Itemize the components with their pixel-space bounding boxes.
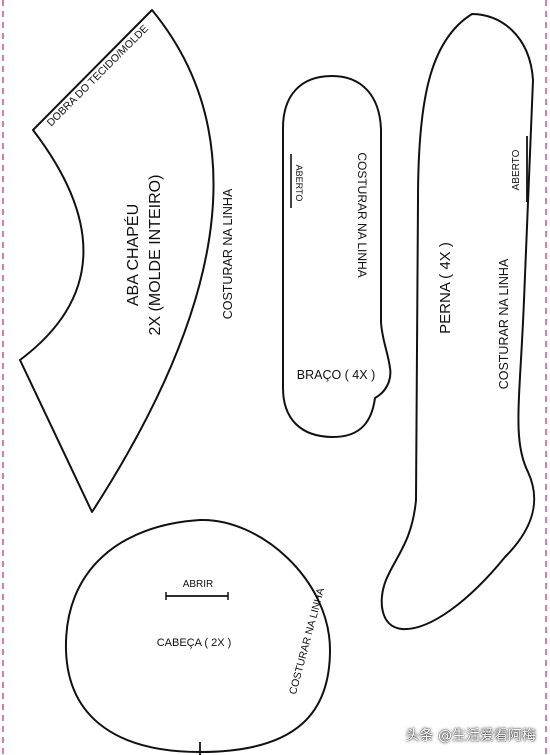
head-piece: ABRIR CABEÇA ( 2X ) COSTURAR NA LINHA bbox=[64, 518, 332, 755]
leg-outline bbox=[380, 12, 536, 631]
hat-brim-piece: DOBRA DO TECIDO/MOLDE ABA CHAPÉU 2X (MOL… bbox=[19, 9, 235, 513]
hat-brim-subtitle: 2X (MOLDE INTEIRO) bbox=[147, 175, 164, 336]
leg-seam-label: COSTURAR NA LINHA bbox=[497, 258, 511, 389]
leg-open-label: ABERTO bbox=[511, 149, 522, 190]
arm-piece: ABERTO COSTURAR NA LINHA BRAÇO ( 4X ) bbox=[282, 74, 392, 439]
hat-brim-outline bbox=[19, 9, 215, 513]
hat-brim-seam-label: COSTURAR NA LINHA bbox=[221, 188, 235, 319]
arm-seam-label: COSTURAR NA LINHA bbox=[355, 152, 369, 277]
leg-title: PERNA ( 4X ) bbox=[437, 242, 454, 334]
head-open-label: ABRIR bbox=[183, 579, 214, 590]
arm-title: BRAÇO ( 4X ) bbox=[297, 368, 376, 382]
arm-open-label: ABERTO bbox=[294, 165, 304, 202]
hat-brim-title: ABA CHAPÉU bbox=[123, 204, 142, 306]
watermark: 头条 @生活爱看阿梅 bbox=[405, 728, 536, 744]
arm-outline bbox=[282, 74, 392, 439]
hat-brim-fold-label: DOBRA DO TECIDO/MOLDE bbox=[45, 23, 151, 129]
leg-piece: ABERTO PERNA ( 4X ) COSTURAR NA LINHA bbox=[380, 12, 536, 631]
head-title: CABEÇA ( 2X ) bbox=[157, 637, 232, 649]
head-outline bbox=[64, 518, 332, 754]
head-seam-label: COSTURAR NA LINHA bbox=[287, 587, 327, 696]
